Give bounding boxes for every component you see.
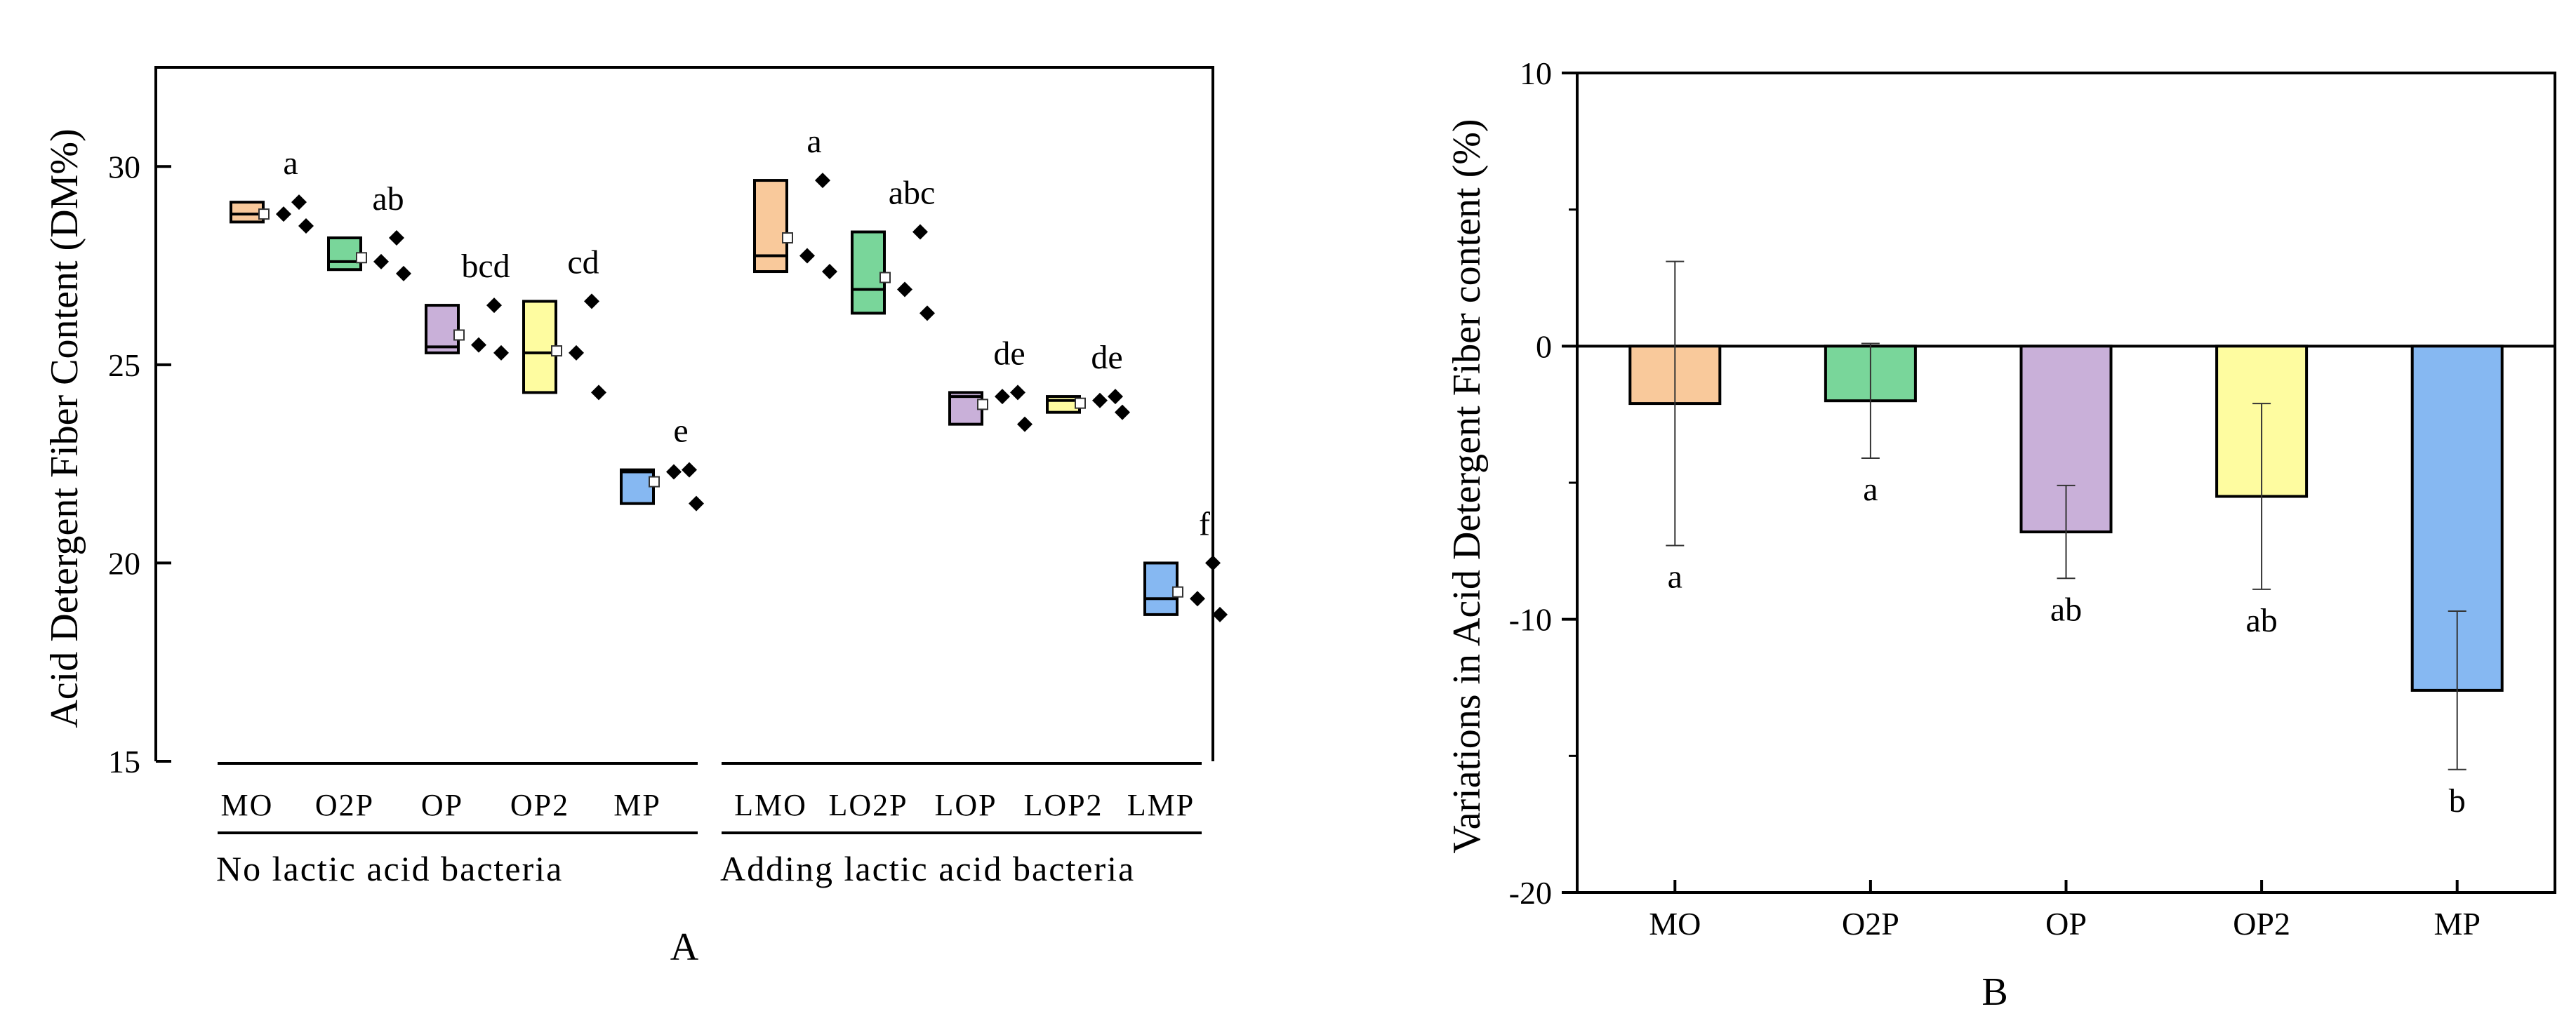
panel-a-data-point [822,264,837,280]
panel-a-category-label: MO [221,788,274,822]
panel-b-significance-letter: b [2449,782,2466,820]
panel-a-category-label: LO2P [828,788,908,822]
panel-a-significance-letter: de [993,335,1025,372]
panel-a-data-point [1205,555,1221,571]
panel-b-y-tick-label: -10 [1509,602,1552,638]
panel-a-data-point [591,385,606,401]
panel-b-significance-letter: ab [2245,602,2277,639]
panel-a-box [230,201,265,224]
panel-b-y-tick-label: -20 [1509,875,1552,911]
panel-a-y-tick-label: 20 [108,545,140,581]
panel-a-data-point [815,173,830,189]
panel-a-significance-letter: a [806,123,821,160]
panel-b-significance-letter: a [1863,471,1878,508]
panel-a-data-point [1017,416,1033,432]
panel-a-data-point [1092,392,1108,408]
panel-b-significance-letter: a [1668,559,1682,596]
panel-a-significance-letter: f [1199,505,1210,542]
panel-a-mean-marker [356,252,367,264]
panel-b-category-label: OP2 [2233,906,2290,942]
panel-a-data-point [689,495,704,512]
panel-a-group-label: No lactic acid bacteria [216,849,563,888]
panel-b-category-label: OP [2045,906,2087,942]
panel-a-y-tick-label: 30 [108,149,140,185]
panel-a-mean-marker [551,345,562,357]
panel-a-data-point [1190,591,1205,607]
panel-a-category-label: MP [613,788,661,822]
panel-a-data-point [569,345,584,361]
panel-a-y-axis-label: Acid Detergent Fiber Content (DM%) [43,128,86,728]
panel-a-category-label: LMP [1127,788,1195,822]
panel-a-data-point [912,224,928,240]
panel-b-y-tick-label: 10 [1520,55,1552,91]
panel-a-data-point [276,206,291,222]
panel-a-data-point [666,464,682,480]
panel-a-mean-marker [879,272,891,283]
panel-a-significance-letter: cd [567,243,599,281]
panel-a-data-point [919,305,935,321]
panel-a-data-point [1212,606,1228,622]
panel-a-category-label: LOP [934,788,997,822]
panel-a-data-point [291,194,307,210]
panel-a-data-point [584,293,599,309]
panel-a-mean-marker [782,232,793,244]
panel-a-data-point [995,389,1010,405]
panel-b-category-label: MP [2434,906,2480,942]
panel-a-mean-marker [977,399,988,410]
panel-a-significance-letter: abc [889,175,936,212]
panel-a-data-point [471,337,486,353]
panel-a-box [753,179,788,274]
panel-a-chart: 15 20 25 30 Acid Detergent Fiber Content (DM… [43,66,1228,969]
panel-b-significance-letter: ab [2050,591,2082,628]
panel-a-group-label: Adding lactic acid bacteria [720,849,1135,888]
panel-a-data-point [897,281,912,297]
panel-b-y-tick-label: 0 [1536,328,1552,364]
panel-a-category-label: OP [421,788,463,822]
panel-a-significance-letter: de [1091,339,1122,376]
panel-a-category-label: LOP2 [1023,788,1103,822]
panel-a-data-point [682,462,697,478]
panel-a-category-label: LMO [734,788,807,822]
panel-a-data-point [493,345,509,361]
panel-a-mean-marker [1075,397,1086,409]
panel-a-mean-marker [453,329,465,341]
panel-a-data-point [396,265,411,281]
panel-a-mean-marker [258,208,270,220]
panel-a-data-point [1010,385,1025,401]
panel-a-significance-letter: e [673,413,688,450]
panel-a-data-point [389,230,404,246]
panel-a-data-point [1115,404,1130,420]
panel-a-data-point [1108,389,1123,405]
panel-b-y-axis-label: Variations in Acid Detergent Fiber conte… [1445,119,1489,853]
panel-b-category-label: MO [1649,906,1701,942]
panel-a-data-point [799,248,815,264]
panel-a-axis-frame [154,66,1214,761]
panel-a-data-point [373,253,389,269]
panel-a-category-label: O2P [315,788,374,822]
panel-a-label: A [670,925,699,969]
panel-b-category-label: O2P [1842,906,1899,942]
panel-a-box [425,304,460,354]
panel-a-data-point [486,297,502,314]
panel-a-y-tick-label: 15 [108,744,140,780]
panel-b-label: B [1981,970,2007,1014]
panel-a-data-point [298,218,314,234]
panel-a-category-label: OP2 [510,788,569,822]
panel-a-mean-marker [1172,586,1183,598]
panel-a-significance-letter: bcd [461,248,510,285]
panel-a-mean-marker [649,476,660,488]
panel-a-y-tick-label: 25 [108,347,140,383]
panel-a-significance-letter: ab [372,180,404,218]
panel-a-significance-letter: a [283,145,298,182]
